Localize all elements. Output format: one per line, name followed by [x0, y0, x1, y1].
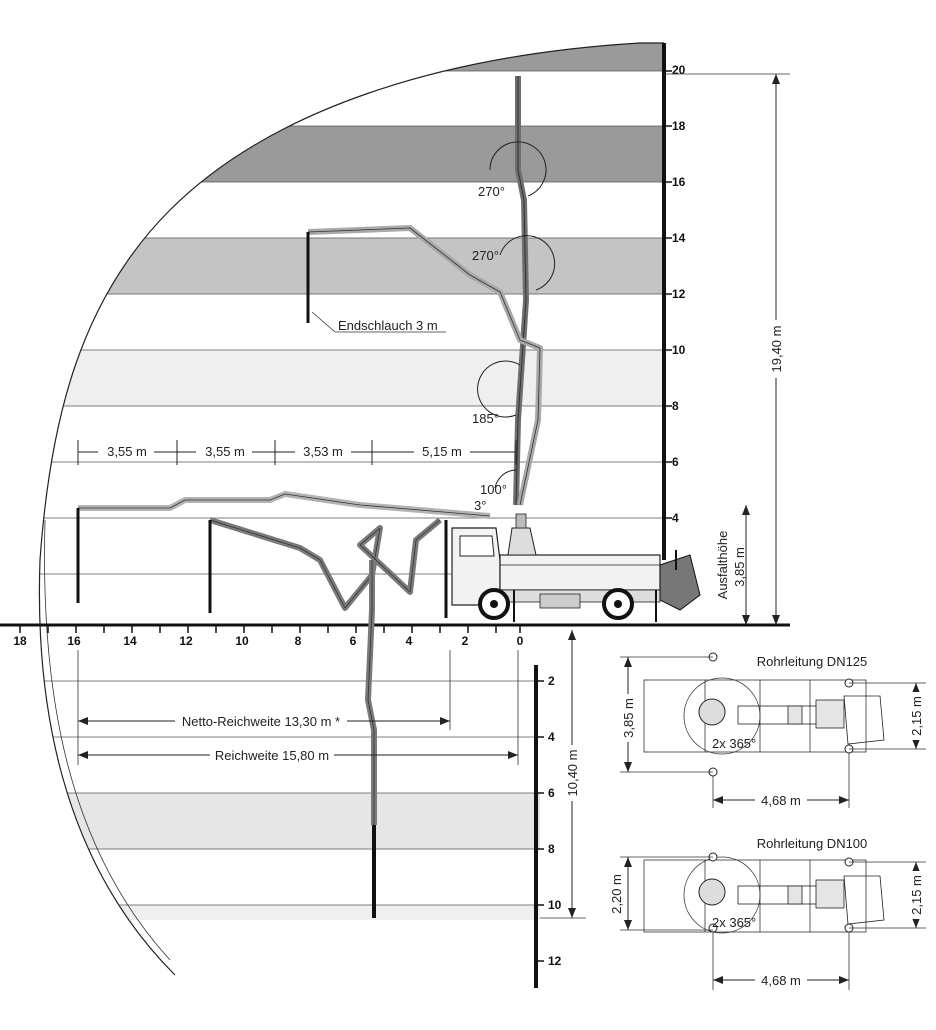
depth-tick-8: 8: [548, 842, 555, 856]
plan-dn125-width-left: 3,85 m: [621, 698, 636, 738]
reach-tick-8: 8: [295, 634, 302, 648]
depth-tick-12: 12: [548, 954, 562, 968]
segment-1-length: 3,55 m: [107, 444, 147, 459]
plan-dn100-length: 4,68 m: [761, 973, 801, 988]
angle-label-3: 185°: [472, 411, 499, 426]
plan-dn100-width-right: 2,15 m: [909, 875, 924, 915]
reach-tick-18: 18: [13, 634, 27, 648]
reach-envelope: [39, 43, 664, 920]
depth-tick-2: 2: [548, 674, 555, 688]
ground-axis: 18 16 14 12 10 8 6 4 2 0: [0, 623, 790, 648]
segment-3-length: 3,53 m: [303, 444, 343, 459]
angle-label-2: 270°: [472, 248, 499, 263]
reach-tick-6: 6: [350, 634, 357, 648]
reach-tick-4: 4: [406, 634, 413, 648]
section-dimensions: 3,55 m 3,55 m 3,53 m 5,15 m: [77, 440, 517, 465]
plan-dn125-length: 4,68 m: [761, 793, 801, 808]
reach-tick-16: 16: [67, 634, 81, 648]
boom-horizontal: [76, 491, 491, 603]
height-tick-10: 10: [672, 343, 686, 357]
reach-tick-0: 0: [517, 634, 524, 648]
plan-dn100-rotation: 2x 365°: [712, 915, 756, 930]
plan-dn125-rotation: 2x 365°: [712, 736, 756, 751]
height-tick-16: 16: [672, 175, 686, 189]
reach-tick-10: 10: [235, 634, 249, 648]
height-total-label: 19,40 m: [769, 326, 784, 373]
height-tick-12: 12: [672, 287, 686, 301]
height-axis: 4 6 8 10 12 14 16 18 20: [662, 43, 686, 560]
depth-dimension: 10,40 m: [540, 630, 586, 919]
angle-label-5: 3°: [474, 498, 486, 513]
plan-view-dn100: Rohrleitung DN100 2,20 m 2,15 m 2x 365°: [608, 836, 926, 990]
endschlauch-label: Endschlauch 3 m: [338, 318, 438, 333]
reach-label: Reichweite 15,80 m: [215, 748, 329, 763]
reach-tick-2: 2: [462, 634, 469, 648]
depth-tick-6: 6: [548, 786, 555, 800]
rotation-arcs: [477, 141, 556, 489]
height-tick-6: 6: [672, 455, 679, 469]
boom-below-ground: [365, 560, 377, 918]
truck: [451, 513, 701, 622]
angle-label-4: 100°: [480, 482, 507, 497]
plan-view-dn125: Rohrleitung DN125 3,85 m 2,15 m 2x 365°: [620, 652, 926, 808]
depth-axis: 2 4 6 8 10 12: [534, 665, 562, 988]
boom-vertical: [513, 76, 529, 506]
height-tick-18: 18: [672, 119, 686, 133]
net-reach-label: Netto-Reichweite 13,30 m *: [182, 714, 340, 729]
angle-label-1: 270°: [478, 184, 505, 199]
depth-tick-4: 4: [548, 730, 555, 744]
depth-tick-10: 10: [548, 898, 562, 912]
height-tick-4: 4: [672, 511, 679, 525]
height-dimension: 19,40 m: [664, 73, 790, 625]
height-tick-14: 14: [672, 231, 686, 245]
plan-dn125-title: Rohrleitung DN125: [757, 654, 868, 669]
segment-2-length: 3,55 m: [205, 444, 245, 459]
depth-total-label: 10,40 m: [565, 750, 580, 797]
reach-tick-12: 12: [179, 634, 193, 648]
height-tick-20: 20: [672, 63, 686, 77]
reach-tick-14: 14: [123, 634, 137, 648]
unfold-height-title: Ausfalthöhe: [715, 531, 730, 600]
plan-dn100-title: Rohrleitung DN100: [757, 836, 868, 851]
plan-dn100-width-left: 2,20 m: [609, 874, 624, 914]
segment-4-length: 5,15 m: [422, 444, 462, 459]
boom-folded-upper: [306, 225, 543, 506]
unfold-height-dimension: Ausfalthöhe 3,85 m: [715, 505, 750, 625]
height-tick-8: 8: [672, 399, 679, 413]
reach-dimensions: Netto-Reichweite 13,30 m * Reichweite 15…: [77, 650, 519, 765]
boom-folded-middle: [208, 517, 448, 618]
plan-dn125-width-right: 2,15 m: [909, 696, 924, 736]
unfold-height-value: 3,85 m: [732, 547, 747, 587]
